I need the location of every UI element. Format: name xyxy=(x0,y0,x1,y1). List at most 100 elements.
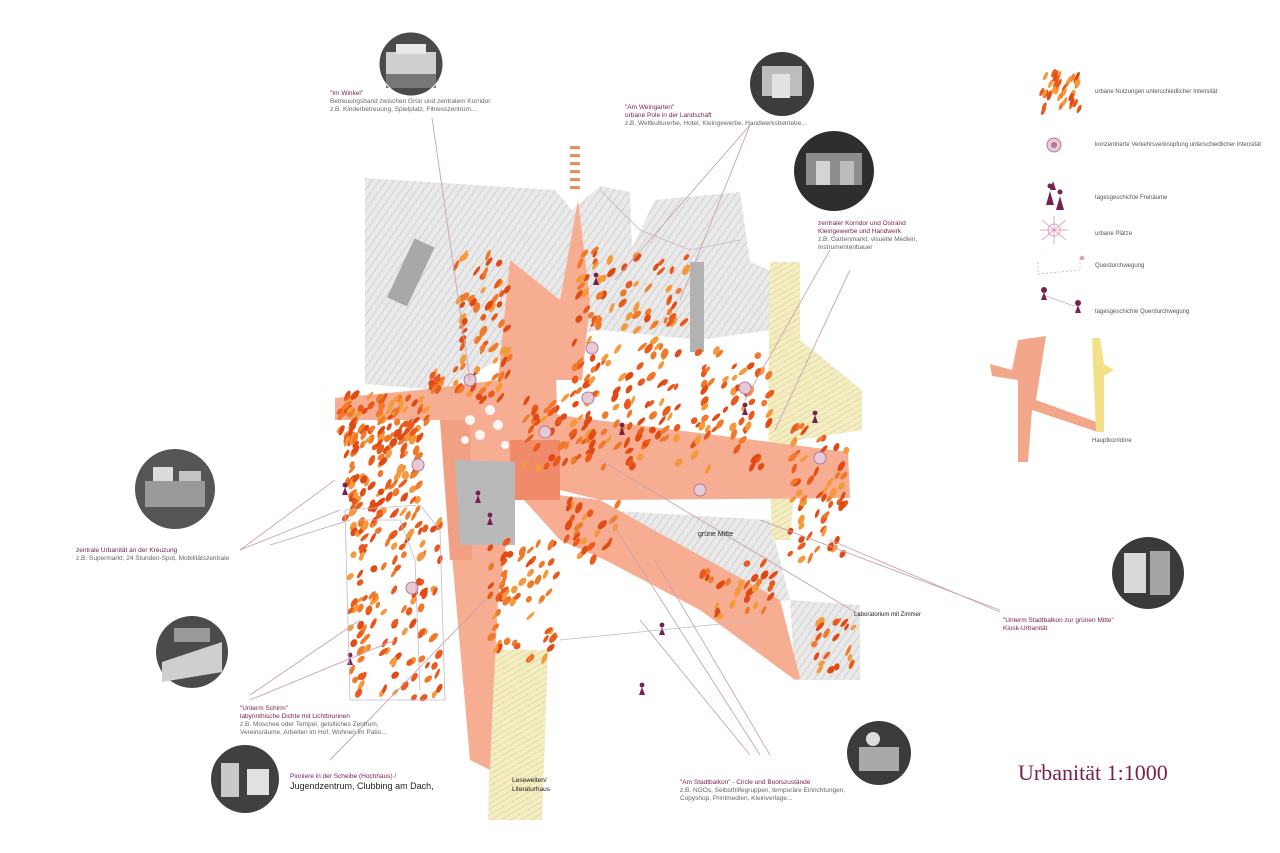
node-marker xyxy=(813,451,827,465)
building-mark xyxy=(660,425,670,435)
building-mark xyxy=(391,618,399,627)
building-mark xyxy=(369,533,376,543)
building-mark xyxy=(649,426,656,434)
building-mark xyxy=(667,383,675,392)
building-mark xyxy=(527,653,534,663)
building-mark xyxy=(347,607,354,615)
node-marker xyxy=(693,483,707,497)
building-mark xyxy=(798,536,805,543)
building-mark xyxy=(422,524,429,533)
building-mark xyxy=(797,555,806,564)
building-mark xyxy=(352,492,359,499)
building-mark xyxy=(431,662,438,670)
building-mark xyxy=(534,574,542,585)
annotation-subtitle: Kiosk-Urbanität xyxy=(1003,625,1048,632)
building-mark xyxy=(503,324,511,332)
annotation-corridor-east: zentraler Korridor und Ostrand Kleingewe… xyxy=(818,220,917,252)
building-mark xyxy=(357,680,365,690)
building-mark xyxy=(571,375,579,384)
figure-head xyxy=(619,422,625,428)
annotation-subtitle: labyrinthische Dichte mit Lichtbrunnen xyxy=(240,713,350,720)
building-mark xyxy=(496,301,503,308)
building-mark xyxy=(798,522,805,530)
building-mark xyxy=(487,544,494,552)
figure-body xyxy=(347,657,353,665)
building-mark xyxy=(672,434,680,443)
building-mark xyxy=(357,620,365,630)
urban-uses-icon xyxy=(1039,68,1082,116)
building-mark xyxy=(356,569,364,579)
building-mark xyxy=(576,361,585,370)
building-mark xyxy=(612,403,620,411)
building-mark xyxy=(356,645,366,656)
building-mark xyxy=(411,510,417,521)
building-mark xyxy=(388,481,397,490)
building-mark xyxy=(525,595,532,603)
building-mark xyxy=(1051,68,1057,78)
building-mark xyxy=(833,663,840,671)
building-mark xyxy=(633,301,640,313)
building-mark xyxy=(402,405,409,414)
building-mark xyxy=(368,591,376,600)
building-mark xyxy=(813,466,819,477)
building-mark xyxy=(576,282,586,291)
building-mark xyxy=(607,267,616,278)
building-mark xyxy=(385,491,393,502)
building-mark xyxy=(506,353,513,362)
building-mark xyxy=(376,497,386,507)
building-mark xyxy=(1051,85,1057,95)
annotation-text: z.B. NGOs, Selbsthilfegruppen, temporäre… xyxy=(680,787,846,794)
building-mark xyxy=(535,463,542,473)
building-mark xyxy=(572,538,581,547)
building-mark xyxy=(575,387,583,395)
legend-item-node: konzentrierte Verkehrsverknüpfung unters… xyxy=(1095,142,1262,148)
building-mark xyxy=(1040,106,1046,116)
building-mark xyxy=(405,394,412,402)
crossing-icon xyxy=(1037,255,1085,275)
building-mark xyxy=(356,579,364,586)
building-mark xyxy=(637,417,646,426)
annotation-title: zentraler Korridor und Ostrand xyxy=(818,220,906,227)
annotation-title: "Unterm Stadtbalkon zur grünen Mitte" xyxy=(1003,617,1114,624)
building-mark xyxy=(365,605,373,616)
corridor-markers xyxy=(570,146,580,189)
annotation-text: Instrumentenbauer xyxy=(818,244,873,251)
building-mark xyxy=(820,445,828,453)
building-mark xyxy=(434,668,440,679)
building-mark xyxy=(800,455,808,463)
building-mark xyxy=(729,599,736,609)
building-mark xyxy=(650,351,657,360)
building-mark xyxy=(1054,75,1060,84)
building-mark xyxy=(674,403,681,411)
building-mark xyxy=(1056,78,1062,88)
building-mark xyxy=(401,551,407,559)
building-mark xyxy=(588,439,596,450)
figure-body xyxy=(619,427,625,435)
building-mark xyxy=(586,509,594,518)
building-mark xyxy=(613,441,623,451)
building-mark xyxy=(388,399,395,410)
building-mark xyxy=(357,672,365,681)
building-mark xyxy=(411,694,417,701)
building-mark xyxy=(409,434,418,445)
building-mark xyxy=(522,459,530,468)
building-mark xyxy=(644,314,651,323)
building-mark xyxy=(826,477,834,488)
building-mark xyxy=(370,618,377,629)
building-mark xyxy=(562,441,570,449)
building-mark xyxy=(665,284,673,293)
annotation-pioniere: Pioniere in der Scheibe (Hochhaus) / Jug… xyxy=(290,773,434,792)
building-mark xyxy=(397,434,404,441)
building-mark xyxy=(370,565,378,573)
figure-head xyxy=(475,490,481,496)
building-mark xyxy=(392,636,398,646)
figure-head xyxy=(812,410,818,416)
building-mark xyxy=(409,427,418,436)
building-mark xyxy=(454,383,463,394)
building-mark xyxy=(412,445,420,456)
building-mark xyxy=(588,428,595,440)
building-mark xyxy=(701,403,709,411)
building-mark xyxy=(765,408,774,418)
building-mark xyxy=(480,286,486,294)
building-mark xyxy=(511,585,518,594)
